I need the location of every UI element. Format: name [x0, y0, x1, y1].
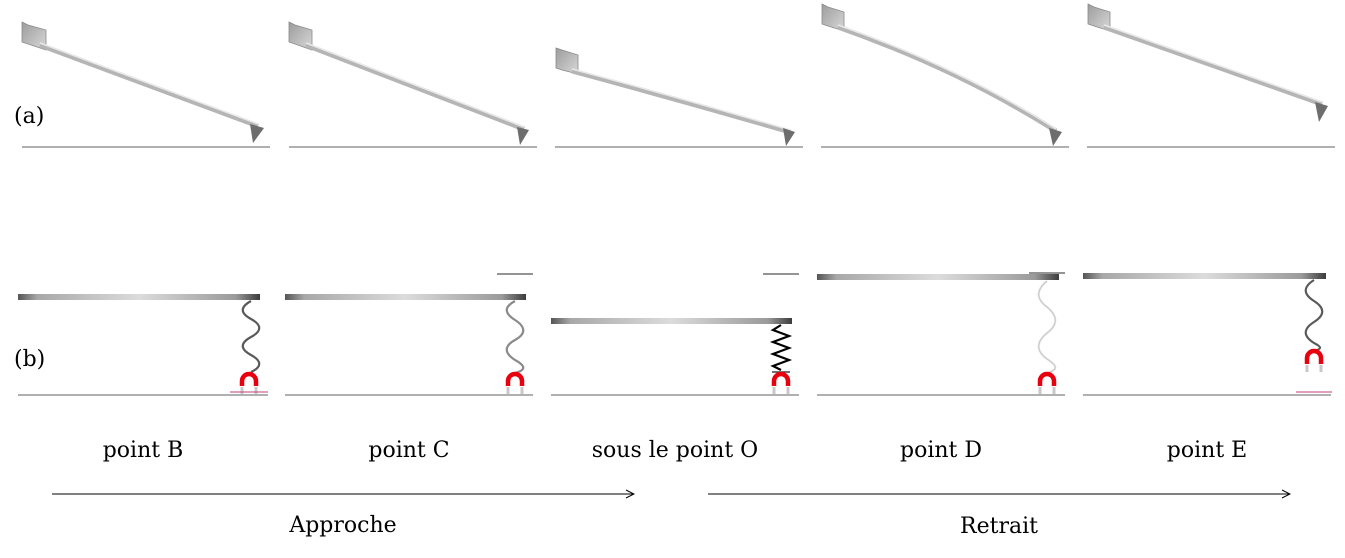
cantilever-3d-point-e	[1087, 3, 1335, 148]
cantilever-tip	[517, 127, 529, 145]
row-label-a: (a)	[14, 104, 44, 129]
point-label-c: point C	[368, 438, 449, 463]
cantilever-beam	[837, 24, 1058, 134]
spring	[1304, 279, 1324, 353]
spring	[241, 300, 261, 374]
cantilever-beam	[1103, 24, 1323, 107]
column-point-b: point B	[18, 21, 270, 463]
point-label-o: sous le point O	[592, 438, 758, 463]
beam-bar	[285, 294, 526, 300]
cantilever-spring-model-point-e	[1083, 273, 1332, 396]
point-label-d: point D	[900, 438, 982, 463]
magnet-horseshoe	[505, 371, 525, 386]
phase-label-approche: Approche	[288, 513, 396, 538]
cantilever-beam	[305, 42, 525, 132]
cantilever-3d-point-b	[21, 21, 270, 148]
magnet-horseshoe	[239, 371, 259, 386]
cantilever-3d-point-c	[288, 21, 537, 148]
phase-label-retrait: Retrait	[960, 514, 1038, 539]
column-point-o: sous le point O	[551, 47, 803, 463]
spring	[505, 300, 525, 375]
cantilever-beam	[39, 42, 259, 129]
cantilever-3d-point-d	[821, 3, 1069, 148]
cantilever-tip	[250, 124, 264, 143]
magnet-horseshoe	[1037, 371, 1057, 386]
point-label-e: point E	[1167, 438, 1247, 463]
cantilever-beam	[571, 68, 791, 135]
magnet-horseshoe	[1304, 348, 1324, 364]
beam-bar	[1083, 273, 1326, 279]
row-label-b: (b)	[14, 347, 45, 372]
column-point-d: point D	[817, 3, 1069, 463]
magnet-horseshoe	[771, 371, 791, 386]
beam-bar	[817, 274, 1059, 280]
cantilever-tip	[783, 128, 795, 146]
cantilever-3d-point-o	[555, 47, 803, 148]
cantilever-spring-model-point-d	[817, 272, 1065, 396]
column-point-e: point E	[1083, 3, 1335, 463]
spring	[769, 324, 793, 371]
cantilever-tip	[1049, 128, 1062, 146]
beam-bar	[18, 294, 260, 300]
cantilever-tip	[1315, 102, 1328, 122]
cantilever-spring-model-point-c	[285, 273, 533, 396]
cantilever-spring-model-point-o	[551, 273, 799, 396]
point-label-b: point B	[103, 438, 184, 463]
column-point-c: point C	[285, 21, 537, 463]
cantilever-spring-model-point-b	[18, 294, 268, 396]
beam-bar	[551, 318, 792, 324]
